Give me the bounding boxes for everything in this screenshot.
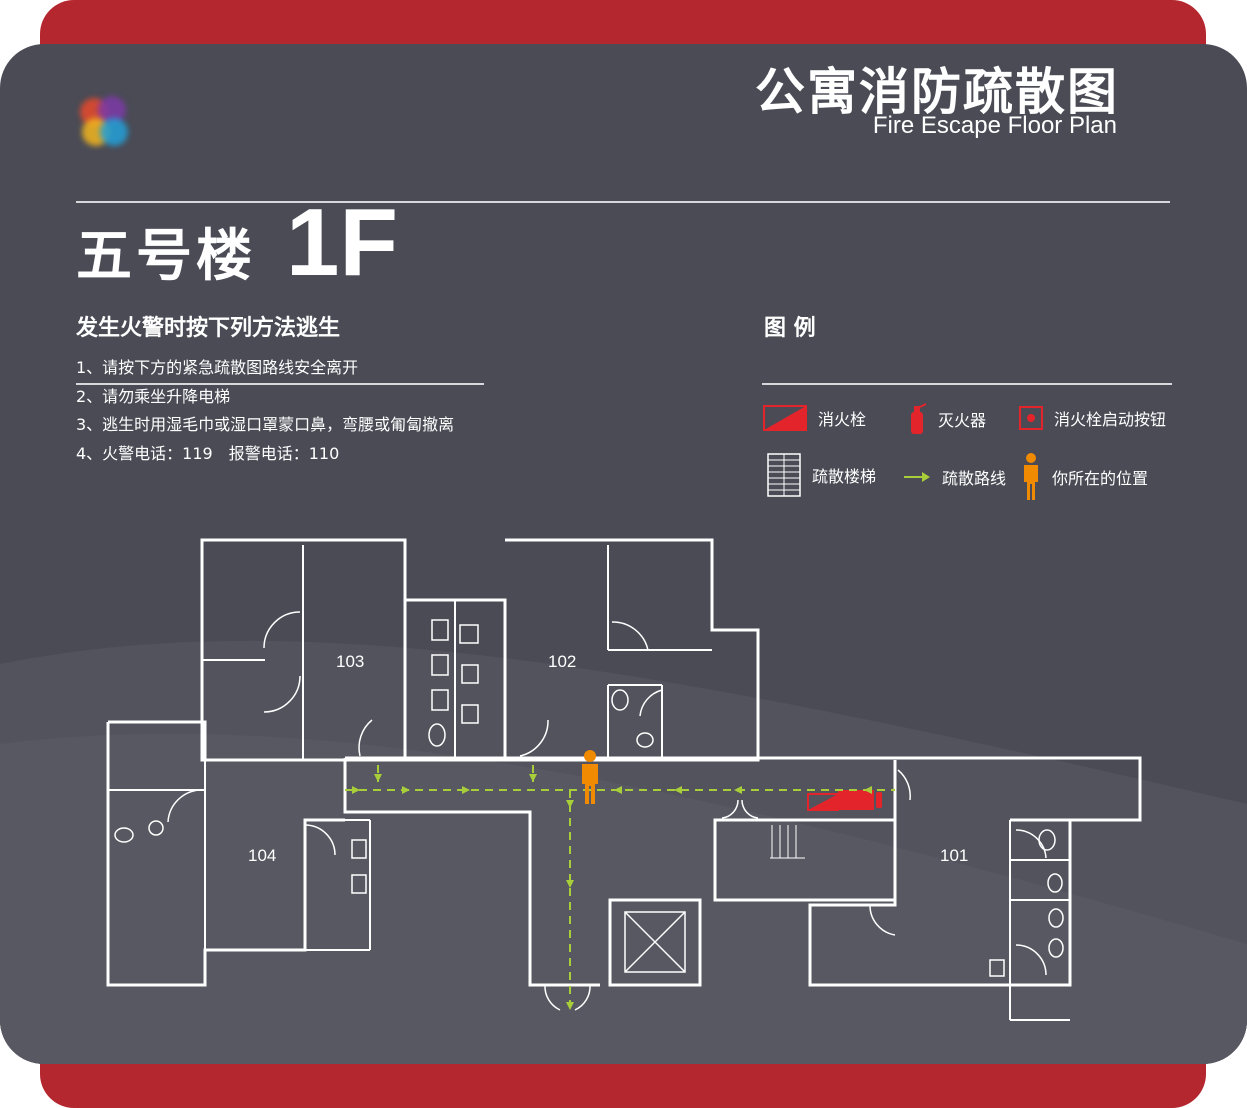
legend-stairs: 疏散楼梯	[766, 452, 876, 498]
person-icon	[1024, 453, 1038, 500]
legend-hydrant-button: 消火栓启动按钮	[1018, 405, 1166, 431]
legend-heading: 图 例	[764, 316, 816, 341]
legend-route: 疏散路线	[902, 465, 1006, 489]
instruction-item: 1、请按下方的紧急疏散图路线安全离开	[76, 358, 359, 377]
you-are-here-marker	[582, 750, 598, 804]
sanitary-fixtures	[114, 619, 1064, 977]
room-102-label: 102	[548, 652, 576, 671]
legend-you-are-here: 你所在的位置	[1020, 452, 1148, 502]
room-104-label: 104	[248, 846, 276, 865]
legend-label: 灭火器	[938, 411, 987, 430]
instructions-heading: 发生火警时按下列方法逃生	[76, 316, 341, 341]
plan-walls	[106, 538, 1142, 1021]
header-divider	[76, 201, 1170, 203]
logo-mark-icon	[80, 96, 128, 146]
floor-label: 1F	[286, 189, 399, 296]
building-name: 五号楼	[76, 224, 256, 289]
legend-fire-hydrant: 消火栓	[762, 404, 866, 432]
room-101-label: 101	[940, 846, 968, 865]
fire-extinguisher-icon	[911, 403, 927, 434]
evacuation-route	[345, 765, 895, 1005]
plan-fire-hydrant	[807, 790, 882, 811]
door-swings	[167, 611, 1047, 1011]
route-arrows	[352, 774, 872, 1010]
legend-label: 疏散楼梯	[812, 467, 877, 486]
instruction-item: 4、火警电话：119 报警电话：110	[76, 443, 340, 463]
legend-label: 消火栓启动按钮	[1054, 410, 1167, 429]
page-title: 公寓消防疏散图	[755, 63, 1119, 121]
stairs-icon	[767, 453, 801, 497]
arrow-right-icon	[904, 472, 930, 482]
hydrant-button-icon	[1019, 406, 1043, 430]
legend-label: 疏散路线	[942, 469, 1007, 488]
room-103-label: 103	[336, 652, 364, 671]
legend-label: 消火栓	[818, 410, 867, 429]
instruction-item: 3、逃生时用湿毛巾或湿口罩蒙口鼻，弯腰或匍匐撤离	[76, 415, 455, 434]
instructions-divider	[76, 383, 484, 385]
blurred-logo	[72, 88, 312, 158]
page-subtitle: Fire Escape Floor Plan	[872, 112, 1117, 139]
legend-divider	[762, 383, 1172, 385]
legend-fire-extinguisher: 灭火器	[906, 402, 986, 436]
instructions-list: 1、请按下方的紧急疏散图路线安全离开 2、请勿乘坐升降电梯 3、逃生时用湿毛巾或…	[76, 354, 454, 468]
instruction-item: 2、请勿乘坐升降电梯	[76, 386, 231, 406]
stair-treads	[770, 825, 805, 859]
legend-label: 你所在的位置	[1052, 469, 1149, 488]
fire-hydrant-icon	[763, 405, 807, 431]
building-heading: 五号楼 1F	[76, 188, 398, 298]
sign-panel	[0, 44, 1247, 1064]
